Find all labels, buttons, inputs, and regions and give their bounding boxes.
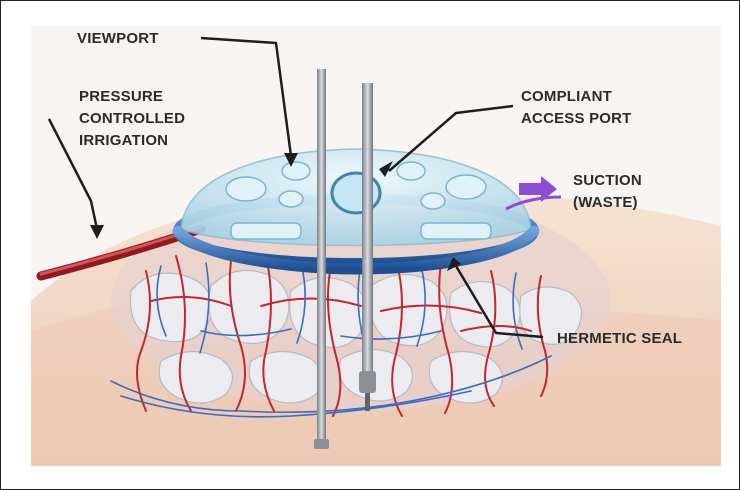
label-suction-line1: SUCTION [573, 172, 642, 189]
label-pressure-line2: CONTROLLED [79, 110, 185, 127]
label-pressure-line3: IRRIGATION [79, 132, 168, 149]
label-compliant-line2: ACCESS PORT [521, 110, 632, 127]
probe-tip [314, 439, 329, 449]
instrument-rod-left [317, 69, 326, 439]
label-pressure-line1: PRESSURE [79, 88, 163, 105]
label-viewport: VIEWPORT [77, 30, 159, 47]
label-hermetic-seal: HERMETIC SEAL [557, 330, 682, 347]
label-suction-line2: (WASTE) [573, 194, 638, 211]
instrument-tip-point [365, 393, 370, 411]
instrument-tip [359, 371, 376, 393]
instrument-rod-right [362, 83, 373, 373]
label-compliant-line1: COMPLIANT [521, 88, 612, 105]
